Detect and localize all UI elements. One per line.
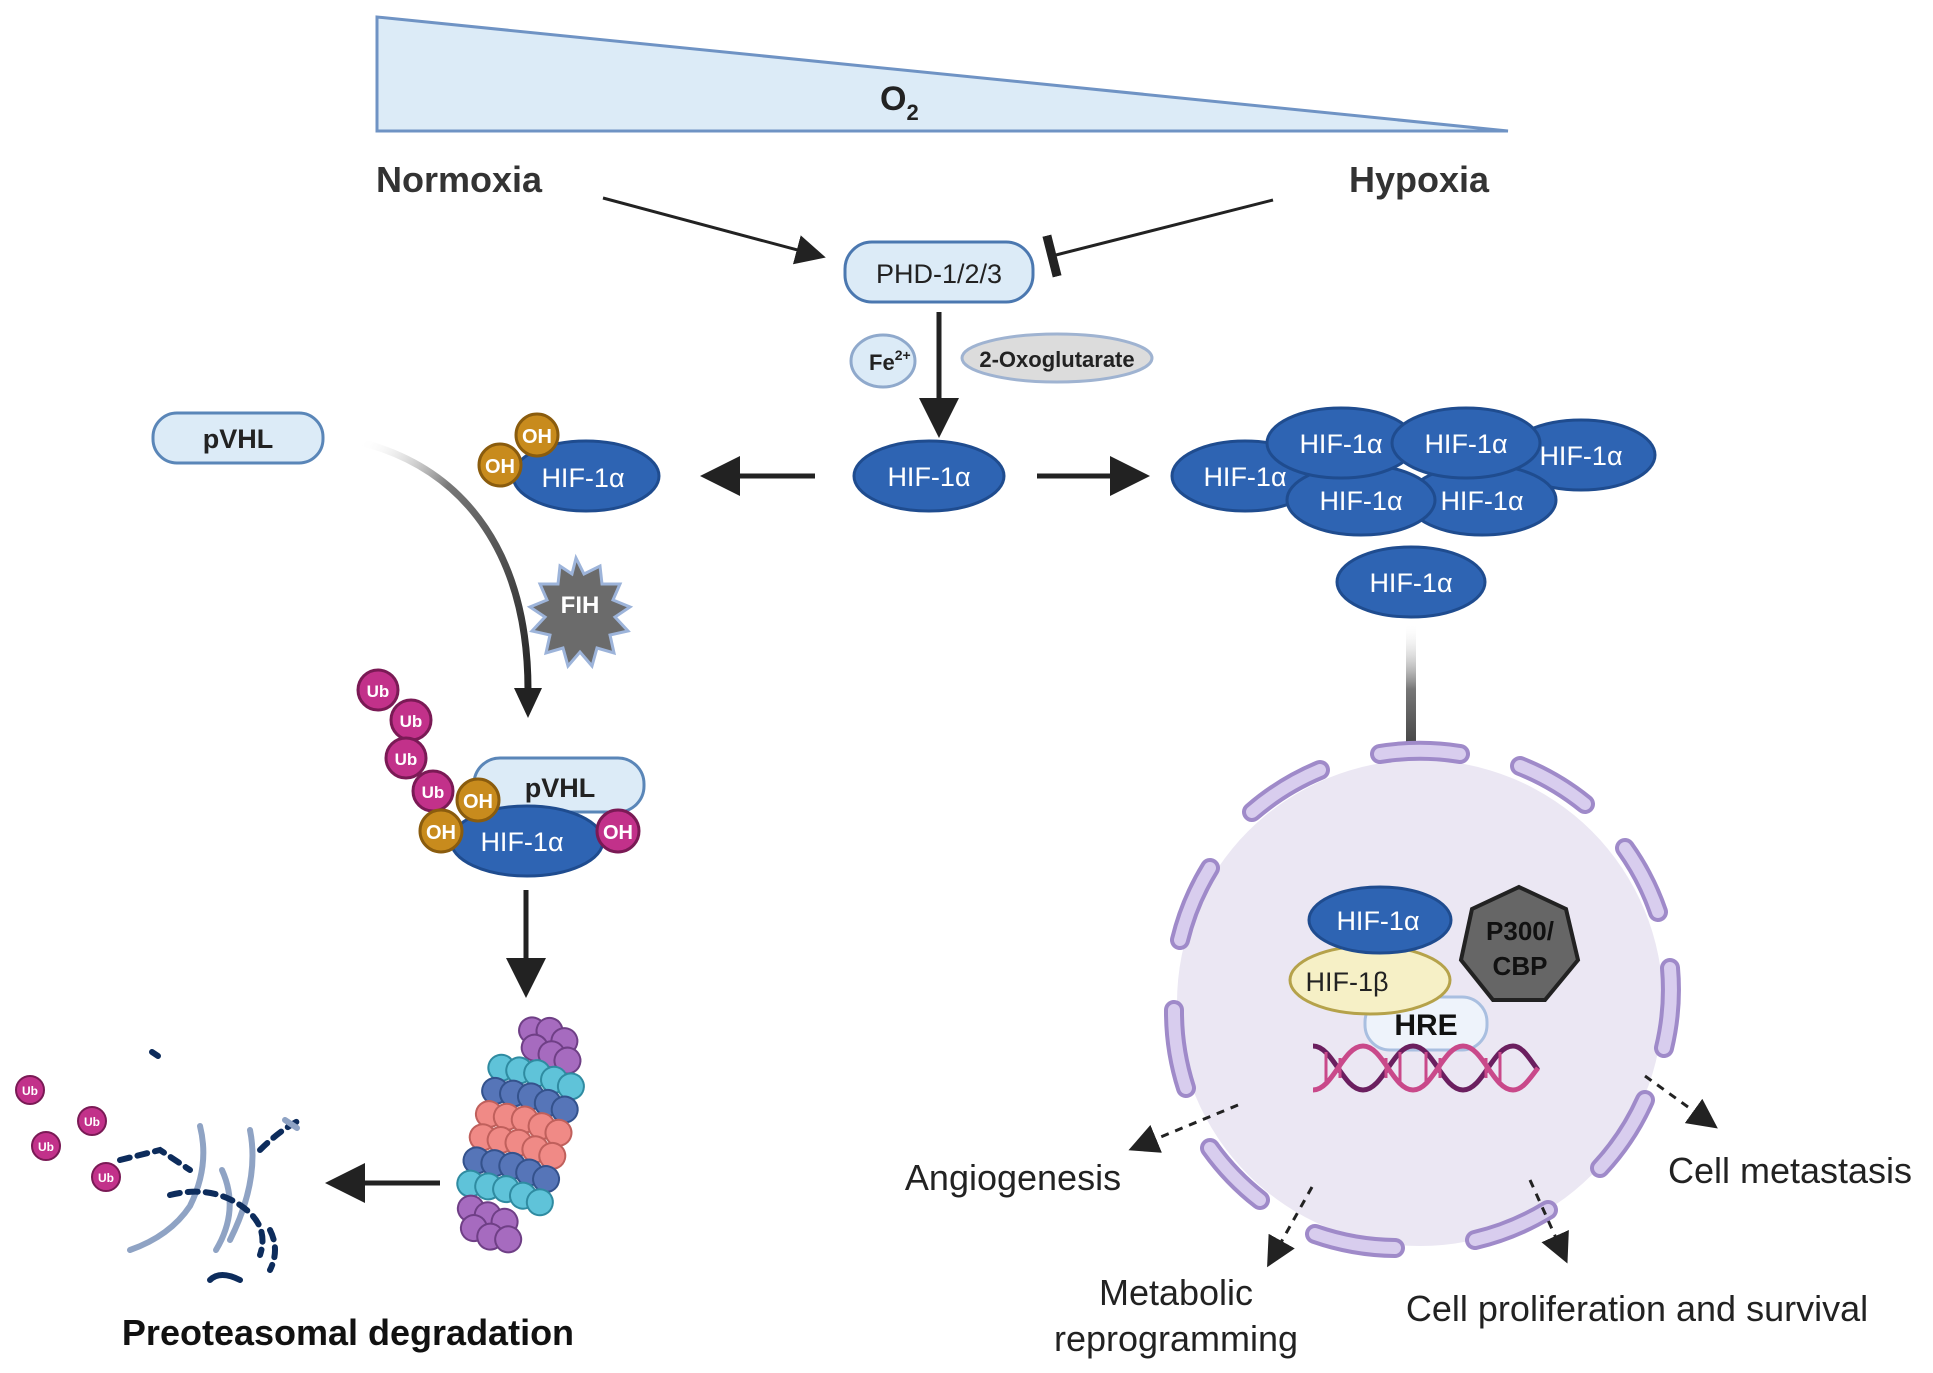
hif1a-cluster-label: HIF-1α <box>1424 429 1507 459</box>
hif1a-cluster-label: HIF-1α <box>1299 429 1382 459</box>
hif1a-nuclear <box>1307 885 1453 955</box>
hif1a-cluster-label: HIF-1α <box>1440 486 1523 516</box>
oxoglutarate-label: 2-Oxoglutarate <box>979 347 1134 372</box>
dna-helix <box>1312 1043 1540 1093</box>
metastasis-arrow <box>1644 1074 1718 1129</box>
fih-burst <box>526 553 634 670</box>
hif1a-cluster-label: HIF-1α <box>1319 486 1402 516</box>
oh-label: OH <box>426 822 456 844</box>
p300-cbp <box>1458 884 1581 1002</box>
hif1a-cluster-item <box>1390 406 1542 480</box>
hif1a-central-label: HIF-1α <box>887 462 970 492</box>
ub-bead-free <box>77 1106 107 1136</box>
oh-label: OH <box>485 456 515 478</box>
p300-line2: CBP <box>1493 951 1548 981</box>
normoxia-label: Normoxia <box>376 159 543 200</box>
ub-bead <box>384 736 428 780</box>
oh-label: OH <box>603 822 633 844</box>
hif1a-nuclear-label: HIF-1α <box>1336 906 1419 936</box>
pvhl-label: pVHL <box>203 424 274 454</box>
metabolic-label-line2: reprogramming <box>1054 1318 1298 1359</box>
ub-label: Ub <box>22 1084 38 1098</box>
hif1a-complex-label: HIF-1α <box>480 827 563 857</box>
ub-bead-free <box>31 1131 61 1161</box>
iron-label: Fe2+ <box>869 347 911 375</box>
ub-bead <box>356 668 400 712</box>
hif1a-accumulation-cluster: HIF-1α HIF-1α HIF-1α HIF-1α HIF-1α HIF-1… <box>1170 406 1657 619</box>
degradation-fragments: Ub Ub Ub Ub <box>15 1049 303 1283</box>
oxoglutarate-cofactor <box>960 332 1154 384</box>
iron-cofactor <box>849 333 917 389</box>
phd-label: PHD-1/2/3 <box>876 259 1002 289</box>
oh-group-magenta <box>595 808 641 854</box>
hif1a-cluster-label: HIF-1α <box>1539 441 1622 471</box>
metabolic-label-line1: Metabolic <box>1099 1272 1253 1313</box>
hypoxia-label: Hypoxia <box>1349 159 1490 200</box>
ub-label: Ub <box>422 783 445 802</box>
ub-bead-free <box>15 1075 45 1105</box>
hypoxia-inhibits-line <box>1042 198 1274 278</box>
degradation-label: Preoteasomal degradation <box>122 1312 574 1353</box>
ub-label: Ub <box>98 1171 114 1185</box>
oxygen-label: O2 <box>880 80 919 125</box>
oh-group <box>455 777 501 823</box>
ub-bead-free <box>91 1162 121 1192</box>
oxygen-subscript: 2 <box>906 100 918 125</box>
iron-charge: 2+ <box>895 347 911 363</box>
angiogenesis-label: Angiogenesis <box>905 1157 1121 1198</box>
oh-group <box>418 808 464 854</box>
pvhl-binding-arrowhead <box>514 688 542 718</box>
angiogenesis-arrow <box>1128 1103 1239 1153</box>
pvhl-binding-arrow <box>359 438 532 691</box>
ub-label: Ub <box>400 712 423 731</box>
oh-label: OH <box>463 791 493 813</box>
hif1b-label: HIF-1β <box>1305 967 1388 997</box>
metastasis-label: Cell metastasis <box>1668 1150 1912 1191</box>
p300-line1: P300/ <box>1486 916 1554 946</box>
normoxia-activates-arrow <box>602 196 826 265</box>
oh-group <box>477 442 523 488</box>
ub-label: Ub <box>395 750 418 769</box>
phd-box <box>843 240 1035 304</box>
oh-group <box>514 412 560 458</box>
ub-label: Ub <box>367 682 390 701</box>
hif1a-cluster-label: HIF-1α <box>1369 568 1452 598</box>
hif1a-cluster-label: HIF-1α <box>1203 462 1286 492</box>
proliferation-label: Cell proliferation and survival <box>1406 1288 1868 1329</box>
pvhl-box <box>151 411 325 465</box>
hif1a-hydroxylated-label: HIF-1α <box>541 463 624 493</box>
pvhl-complex-label: pVHL <box>525 773 596 803</box>
oxygen-symbol: O <box>880 80 906 118</box>
oxygen-gradient-triangle <box>375 15 1509 133</box>
iron-symbol: Fe <box>869 350 895 375</box>
fih-label: FIH <box>561 592 600 619</box>
proteasome <box>456 1016 585 1254</box>
hif1a-cluster-item <box>1335 545 1487 619</box>
oh-label: OH <box>522 426 552 448</box>
hif1a-central <box>852 439 1006 513</box>
ub-label: Ub <box>38 1140 54 1154</box>
to-nucleus-arrow-shaft <box>1406 625 1416 785</box>
hre-label: HRE <box>1394 1009 1457 1042</box>
ubiquitin-chain: Ub Ub Ub Ub <box>356 668 455 813</box>
ub-label: Ub <box>84 1115 100 1129</box>
